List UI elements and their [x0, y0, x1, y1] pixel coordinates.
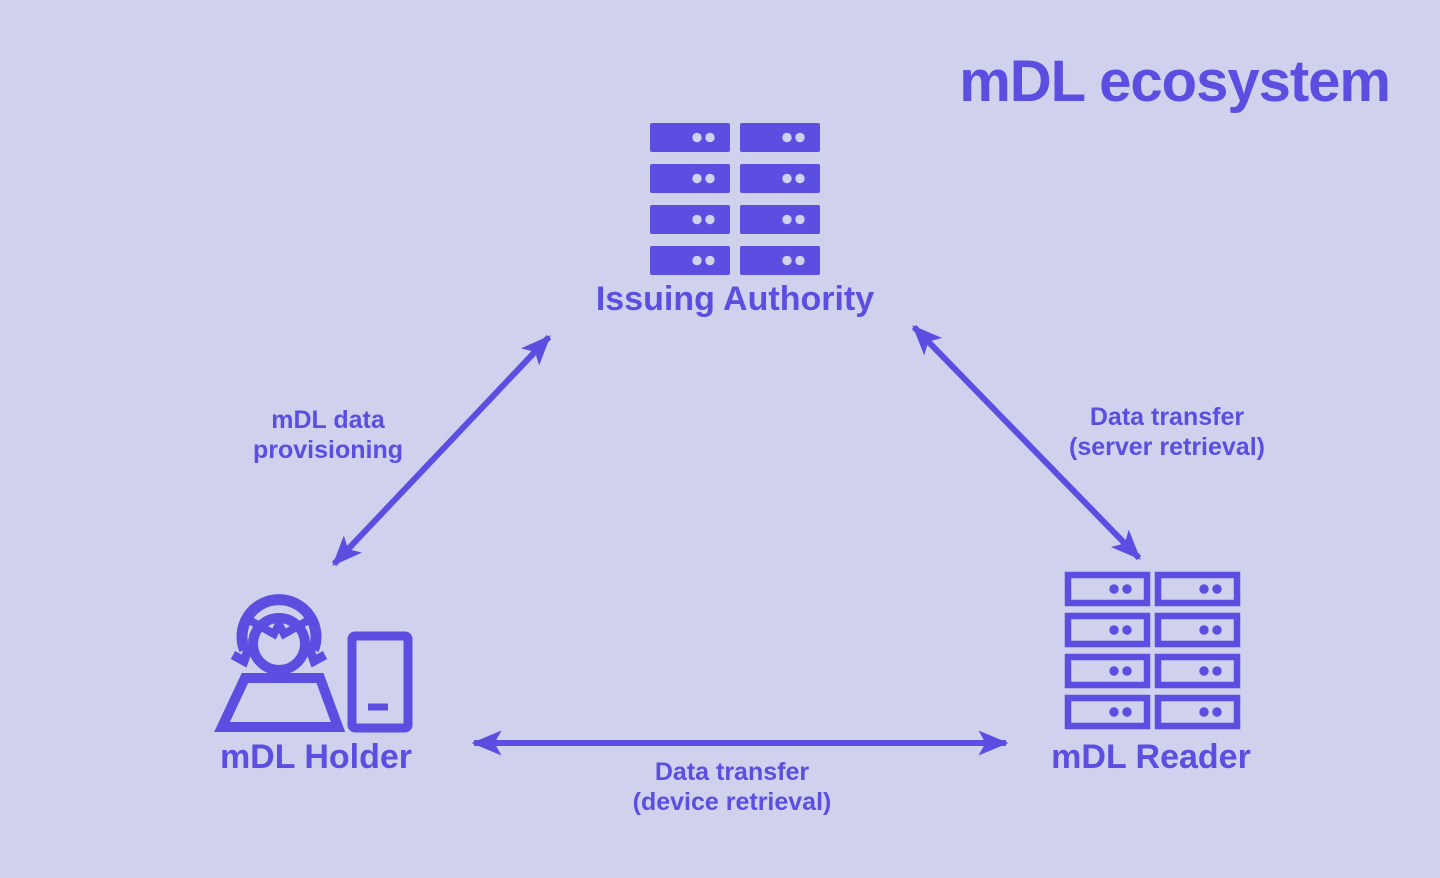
server-retrieval-arrow-label-line1: Data transfer: [1089, 403, 1245, 431]
hair-flick-right: [304, 645, 328, 668]
device-retrieval-arrow-label-line2: (device retrieval): [632, 788, 832, 816]
server-retrieval-arrow-label-line2: (server retrieval): [1069, 433, 1265, 461]
page-title: mDL ecosystem: [959, 49, 1391, 114]
issuing-authority-server-icon: [650, 123, 820, 275]
mdl-holder-label: mDL Holder: [219, 738, 413, 776]
phone-icon: [347, 631, 413, 733]
server-retrieval-arrow-label: Data transfer (server retrieval): [1017, 402, 1317, 462]
mdl-reader-server-icon: [1064, 571, 1241, 730]
issuing-authority-label: Issuing Authority: [595, 280, 875, 318]
provisioning-arrow-label: mDL data provisioning: [178, 405, 478, 465]
hair-flick-left: [230, 645, 254, 668]
server-retrieval-arrow: [911, 324, 1142, 561]
device-retrieval-arrow-label-line1: Data transfer: [654, 758, 810, 786]
mdl-reader-label: mDL Reader: [1051, 738, 1251, 776]
provisioning-arrow: [331, 334, 552, 567]
mdl-holder-person-icon: [214, 594, 413, 733]
provisioning-arrow-label-line2: provisioning: [253, 436, 403, 464]
device-retrieval-arrow-label: Data transfer (device retrieval): [582, 757, 882, 817]
provisioning-arrow-label-line1: mDL data: [271, 406, 385, 434]
